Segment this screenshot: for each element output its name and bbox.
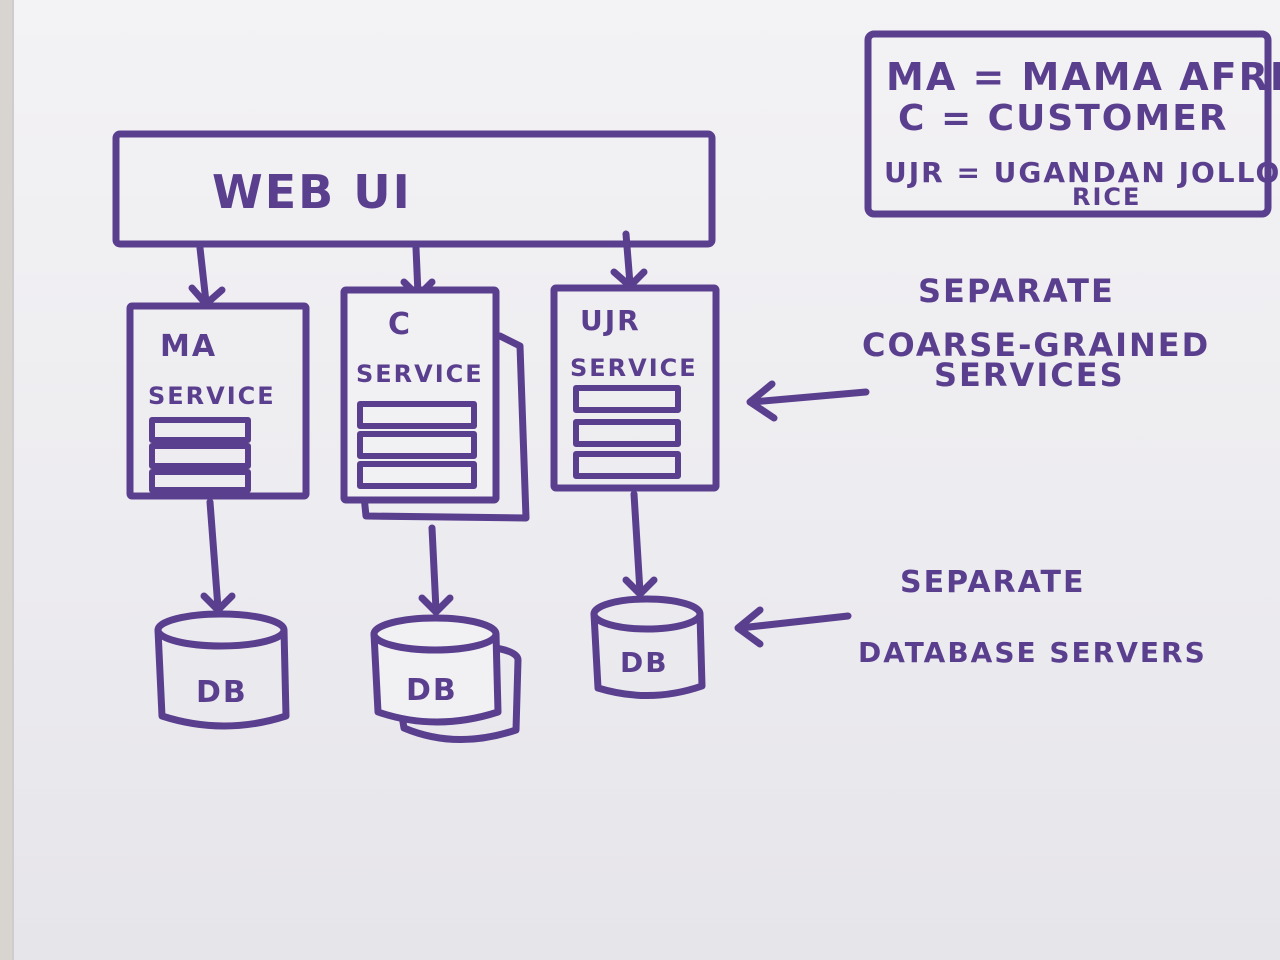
ma-database: DB xyxy=(154,610,290,730)
c-service-line2: SERVICE xyxy=(356,360,484,388)
web-ui-box: WEB UI xyxy=(112,130,716,248)
c-service-item xyxy=(357,461,477,489)
c-service-line1: C xyxy=(388,307,412,342)
web-ui-label: WEB UI xyxy=(212,165,412,219)
ujr-db-label: DB xyxy=(620,646,669,679)
c-service-shadow-box xyxy=(360,332,530,522)
ujr-service-box xyxy=(550,284,720,492)
ma-db-body xyxy=(154,626,290,730)
legend-line-ujr: UJR = UGANDAN JOLLOF xyxy=(884,156,1280,189)
ujr-service-item xyxy=(573,451,681,479)
legend-box xyxy=(864,30,1272,218)
c-db-top xyxy=(370,614,500,654)
arrow-ui-ma xyxy=(196,244,210,306)
services-note-line3: SERVICES xyxy=(934,356,1125,394)
c-service-item xyxy=(357,431,477,459)
db-note-line1: SEPARATE xyxy=(900,565,1086,600)
ma-service-item xyxy=(149,417,251,443)
arrow-ui-c xyxy=(412,244,422,298)
db-note-arrow-head xyxy=(734,606,764,648)
arrow-c-db xyxy=(428,524,440,614)
web-ui-rect xyxy=(112,130,716,248)
legend-line-ujr-rice: RICE xyxy=(1072,183,1141,211)
arrow-ma-db-head xyxy=(200,592,236,614)
services-note-line2: COARSE-GRAINED xyxy=(862,326,1210,364)
ujr-service-line2: SERVICE xyxy=(570,354,698,382)
ujr-service-item xyxy=(573,385,681,413)
db-note-line2: DATABASE SERVERS xyxy=(858,636,1207,669)
ma-service-line1: MA xyxy=(160,329,217,364)
c-service-item xyxy=(357,401,477,429)
db-note: SEPARATE DATABASE SERVERS xyxy=(734,565,1207,669)
ujr-database: DB xyxy=(590,595,706,700)
c-db-label: DB xyxy=(406,673,458,708)
services-note-arrow-head xyxy=(746,380,778,422)
ma-db-label: DB xyxy=(196,675,248,710)
service-to-db-arrows xyxy=(200,490,658,616)
legend: MA = MAMA AFRICA C = CUSTOMER UJR = UGAN… xyxy=(864,30,1280,218)
ujr-service: UJR SERVICE xyxy=(550,284,720,492)
ujr-db-top xyxy=(590,595,704,633)
arrow-ma-db xyxy=(206,498,222,612)
c-db-shadow xyxy=(398,644,522,744)
ma-service-line2: SERVICE xyxy=(148,382,276,410)
db-note-arrow xyxy=(736,612,852,632)
services-note-arrow xyxy=(748,388,870,406)
ma-service: MA SERVICE xyxy=(126,302,310,500)
ujr-service-line1: UJR xyxy=(580,304,641,337)
ma-service-box xyxy=(126,302,310,500)
ma-db-top xyxy=(154,610,288,650)
legend-line-ma: MA = MAMA AFRICA xyxy=(886,55,1280,99)
c-database: DB xyxy=(370,614,522,744)
whiteboard xyxy=(12,0,1280,960)
c-service-box xyxy=(340,286,500,504)
ujr-service-item xyxy=(573,419,681,447)
ujr-db-body xyxy=(590,610,706,700)
arrow-ui-ujr xyxy=(622,230,634,288)
c-service: C SERVICE xyxy=(340,286,530,522)
ma-service-item xyxy=(149,469,251,493)
legend-line-c: C = CUSTOMER xyxy=(898,98,1229,139)
arrow-ujr-db-head xyxy=(622,576,658,598)
arrow-c-db-head xyxy=(418,594,454,616)
services-note-line1: SEPARATE xyxy=(918,272,1115,310)
ma-service-item xyxy=(149,443,251,469)
arrow-ujr-db xyxy=(630,490,644,596)
services-note: SEPARATE COARSE-GRAINED SERVICES xyxy=(746,272,1210,422)
c-db-body xyxy=(370,630,502,726)
